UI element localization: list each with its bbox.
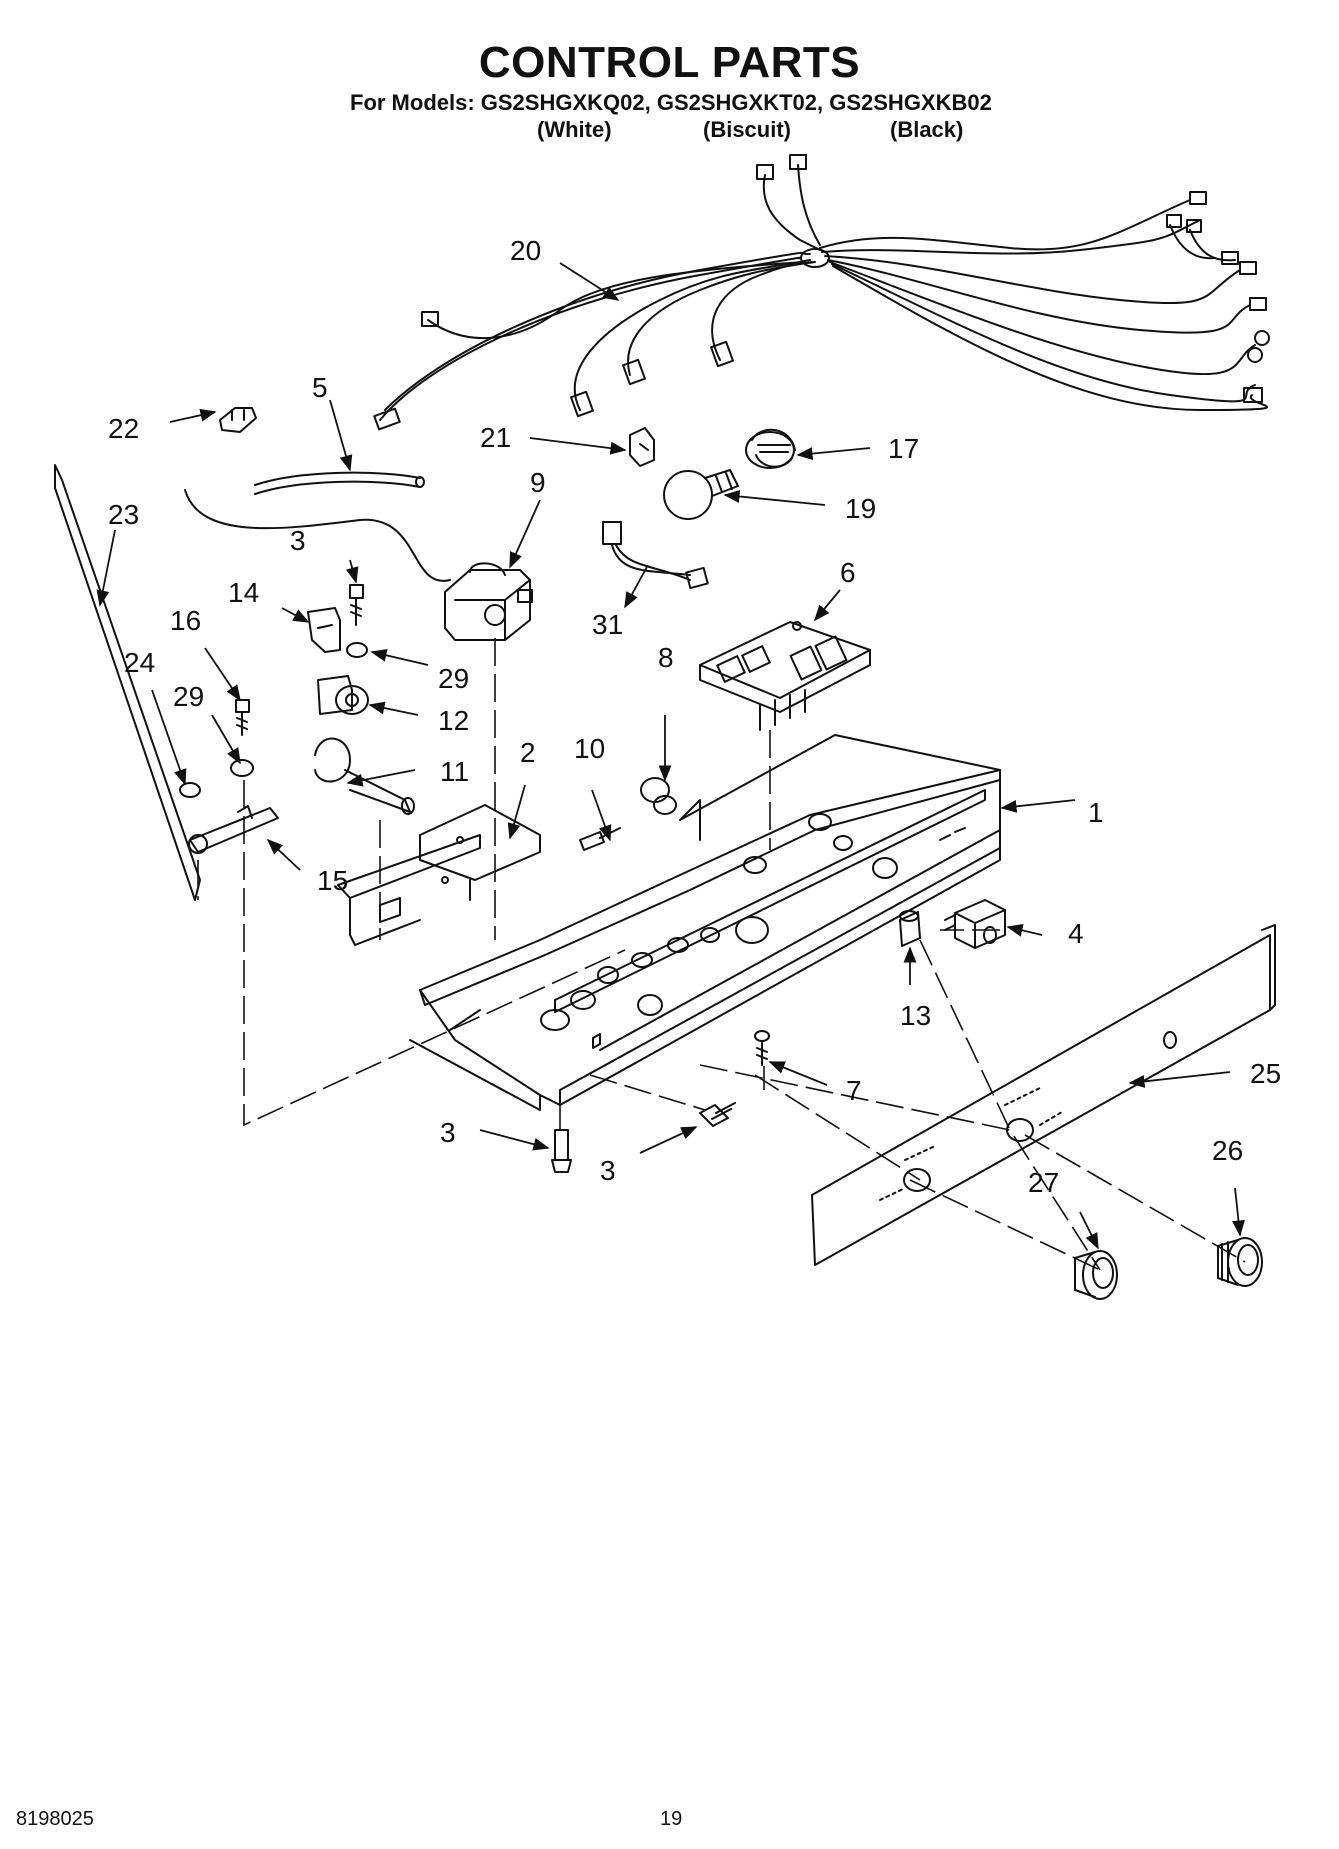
callout-13: 13 bbox=[900, 1000, 931, 1031]
callout-27: 27 bbox=[1028, 1167, 1059, 1198]
shaft-part-11 bbox=[314, 737, 415, 815]
bracket-part-12 bbox=[317, 675, 369, 715]
callout-3-right: 3 bbox=[600, 1155, 616, 1186]
switch-part-4 bbox=[944, 899, 1006, 949]
callout-21: 21 bbox=[480, 422, 511, 453]
callout-20: 20 bbox=[510, 235, 541, 266]
variant-biscuit: (Biscuit) bbox=[703, 117, 791, 142]
control-panel-part-25 bbox=[811, 924, 1276, 1266]
bracket-part-2 bbox=[337, 804, 541, 946]
models-line: For Models: GS2SHGXKQ02, GS2SHGXKT02, GS… bbox=[350, 90, 992, 115]
callout-16: 16 bbox=[170, 605, 201, 636]
callout-24: 24 bbox=[124, 647, 155, 678]
jumper-wire-part-31 bbox=[602, 521, 709, 590]
capillary-tube bbox=[184, 489, 451, 582]
tube-part-5 bbox=[254, 471, 421, 486]
clip-part-22 bbox=[219, 407, 257, 433]
terminal-part-21 bbox=[629, 427, 655, 467]
callout-7: 7 bbox=[846, 1075, 862, 1106]
callout-29-left: 29 bbox=[173, 681, 204, 712]
callout-31: 31 bbox=[592, 609, 623, 640]
control-housing-part-1 bbox=[409, 734, 1001, 1111]
washer-part-29-left bbox=[230, 759, 254, 777]
rod-part-23 bbox=[54, 464, 201, 901]
callout-25: 25 bbox=[1250, 1058, 1281, 1089]
callout-19: 19 bbox=[845, 493, 876, 524]
callout-12: 12 bbox=[438, 705, 469, 736]
assembly-lines bbox=[197, 638, 1246, 1271]
screw-part-3-bottom-left bbox=[551, 1129, 572, 1173]
callout-22: 22 bbox=[108, 413, 139, 444]
wire-harness-part-20 bbox=[373, 154, 1270, 431]
callout-26: 26 bbox=[1212, 1135, 1243, 1166]
grommet-part-8 bbox=[640, 777, 677, 815]
knob-part-26 bbox=[1217, 1237, 1263, 1287]
thermostat-part-9 bbox=[444, 562, 533, 641]
callout-2: 2 bbox=[520, 737, 536, 768]
lever-part-15 bbox=[188, 805, 279, 854]
variant-white: (White) bbox=[537, 117, 612, 142]
callout-5: 5 bbox=[312, 372, 328, 403]
callout-15: 15 bbox=[317, 865, 348, 896]
control-board-part-6 bbox=[699, 621, 871, 731]
callout-29-right: 29 bbox=[438, 663, 469, 694]
callout-8: 8 bbox=[658, 642, 674, 673]
washer-part-29-top bbox=[346, 642, 368, 658]
callout-10: 10 bbox=[574, 733, 605, 764]
callout-labels: 20 22 5 21 17 19 9 23 3 31 6 14 16 24 8 … bbox=[108, 235, 1281, 1198]
callout-4: 4 bbox=[1068, 918, 1084, 949]
screw-part-16 bbox=[235, 699, 250, 736]
screw-part-3-bottom-right bbox=[699, 1102, 736, 1127]
page-number: 19 bbox=[660, 1808, 683, 1830]
screw-part-7 bbox=[754, 1030, 770, 1066]
page-title: CONTROL PARTS bbox=[478, 38, 861, 87]
washer-part-24 bbox=[179, 782, 201, 798]
variant-black: (Black) bbox=[890, 117, 964, 142]
callout-11: 11 bbox=[440, 756, 469, 787]
callout-23: 23 bbox=[108, 499, 139, 530]
bracket-part-14 bbox=[307, 607, 341, 653]
callout-1: 1 bbox=[1088, 797, 1104, 828]
callout-17: 17 bbox=[888, 433, 919, 464]
leader-arrows bbox=[96, 262, 1245, 1250]
light-socket-part-17 bbox=[745, 428, 796, 469]
document-number: 8198025 bbox=[16, 1808, 94, 1830]
callout-9: 9 bbox=[530, 467, 546, 498]
callout-6: 6 bbox=[840, 557, 856, 588]
callout-14: 14 bbox=[228, 577, 259, 608]
callout-3-top: 3 bbox=[290, 525, 306, 556]
callout-3-left: 3 bbox=[440, 1117, 456, 1148]
screw-part-10 bbox=[579, 827, 621, 851]
screw-part-3-top bbox=[349, 584, 364, 626]
knob-part-27 bbox=[1074, 1250, 1118, 1300]
button-part-13 bbox=[899, 910, 921, 947]
